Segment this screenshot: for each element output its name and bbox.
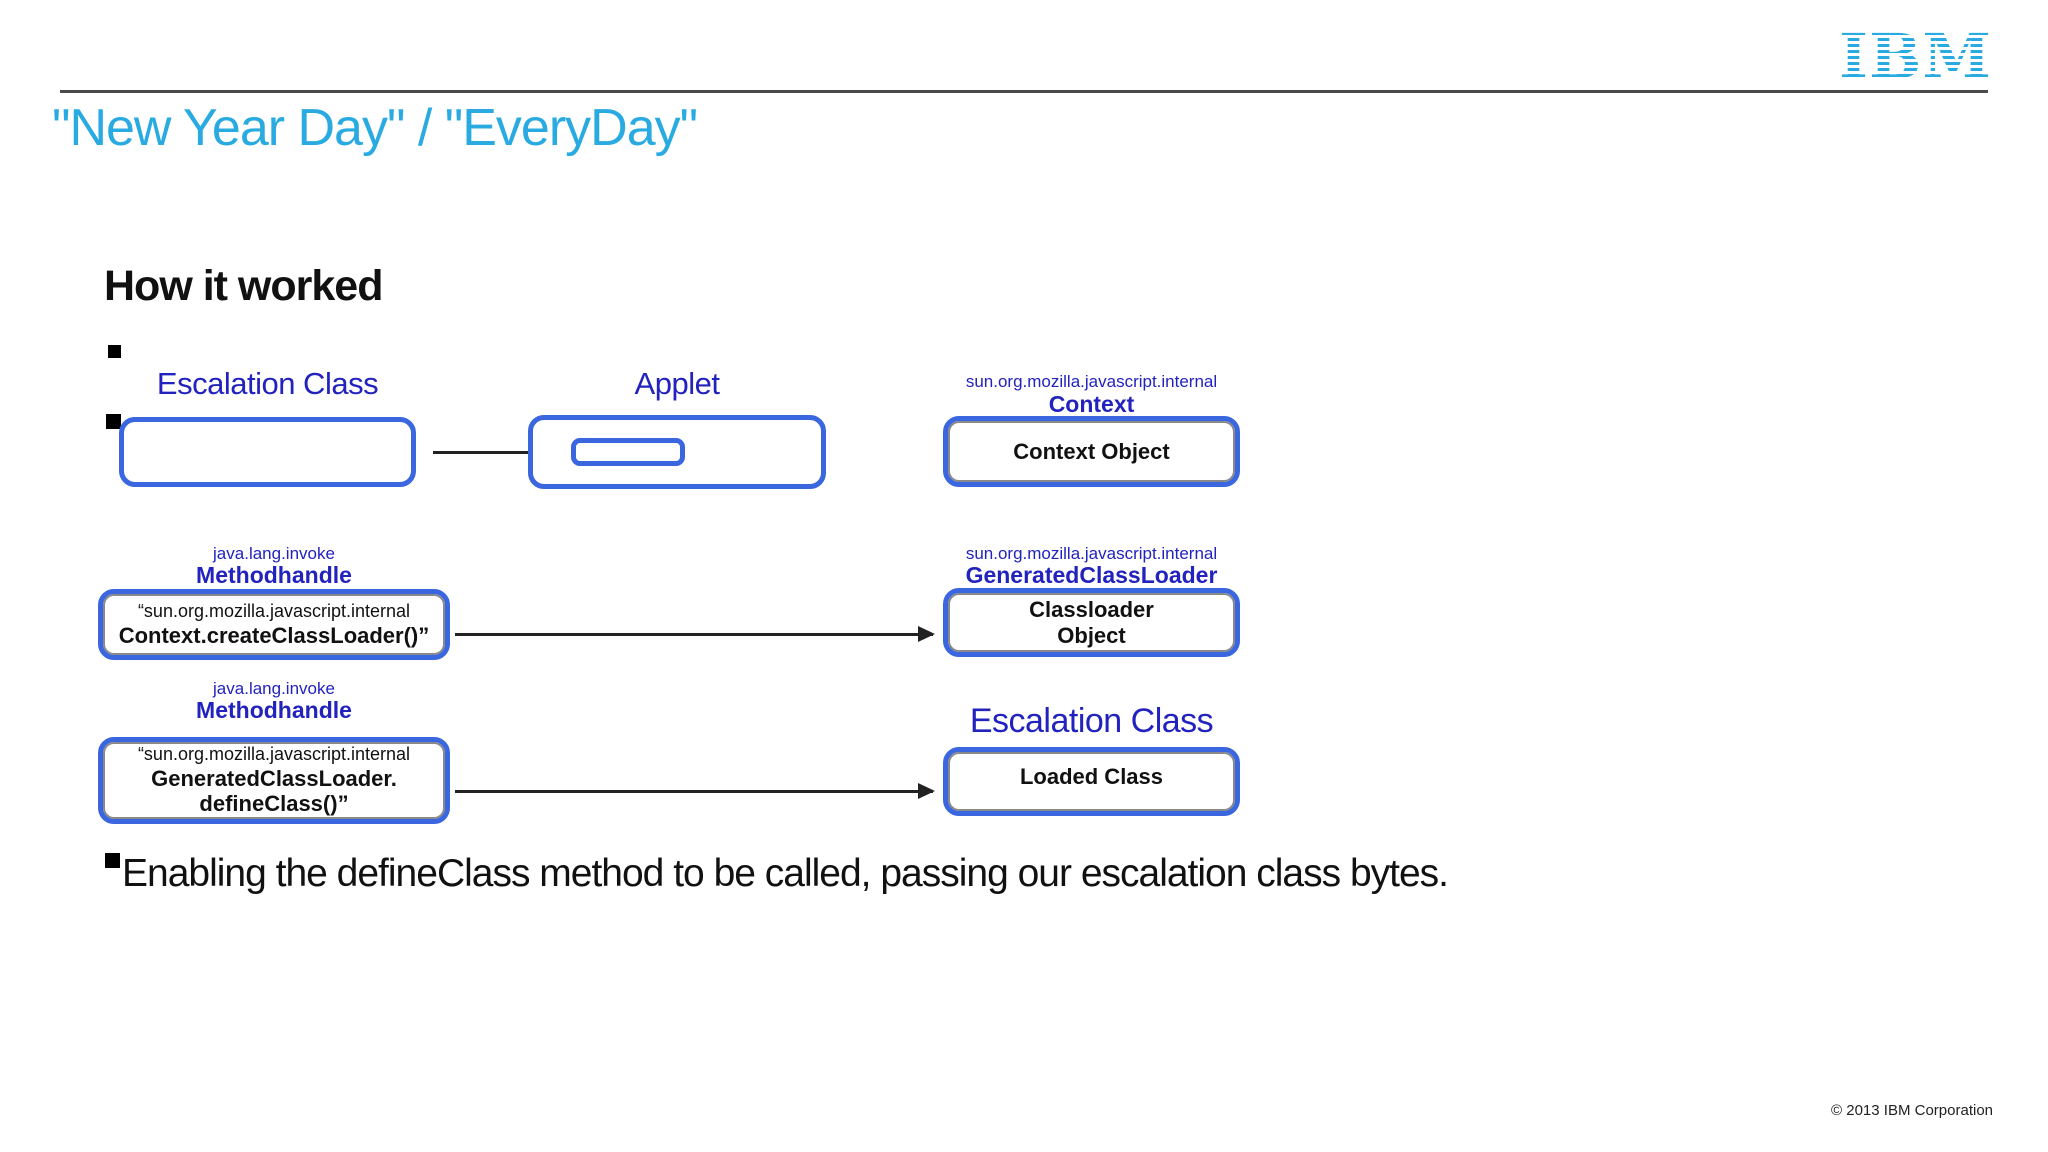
slide-title: "New Year Day" / "EveryDay" <box>52 99 698 157</box>
classloader-object-line1: Classloader <box>1029 597 1154 623</box>
arrow-defineclass-to-loadedclass <box>455 783 935 799</box>
generatedclassloader-class-label: GeneratedClassLoader <box>965 562 1218 588</box>
createclassloader-methodhandle-box: “sun.org.mozilla.javascript.internal Con… <box>98 589 450 660</box>
header-divider-line <box>60 90 1988 93</box>
applet-inner-slot <box>571 438 685 466</box>
context-package-label: sun.org.mozilla.javascript.internal <box>965 372 1218 391</box>
ibm-logo: IBM <box>1838 20 1992 93</box>
classloader-object-line2: Object <box>1057 622 1126 648</box>
applet-box <box>528 415 826 489</box>
section-heading: How it worked <box>104 262 383 310</box>
loaded-class-text: Loaded Class <box>1019 764 1164 789</box>
createclassloader-package-line: “sun.org.mozilla.javascript.internal <box>137 601 411 622</box>
context-class-label: Context <box>1048 391 1135 417</box>
defineclass-method-line: defineClass()” <box>199 791 349 817</box>
conclusion-bullet: Enabling the defineClass method to be ca… <box>105 852 1449 896</box>
conclusion-text: Enabling the defineClass method to be ca… <box>122 852 1449 895</box>
methodhandle-package-label: java.lang.invoke <box>213 544 335 563</box>
methodhandle-class-label: Methodhandle <box>196 562 352 588</box>
arrow-methodhandle-to-classloader <box>455 626 935 642</box>
loaded-class-box: Loaded Class <box>943 747 1240 816</box>
escalation-class-label: Escalation Class <box>156 366 379 401</box>
classloader-object-box: Classloader Object <box>943 588 1240 657</box>
copyright-notice: © 2013 IBM Corporation <box>1831 1102 1993 1119</box>
createclassloader-method-line: Context.createClassLoader()” <box>118 622 430 648</box>
bullet-square <box>108 345 121 358</box>
methodhandle2-class-label: Methodhandle <box>196 697 352 723</box>
defineclass-methodhandle-box: “sun.org.mozilla.javascript.internal Gen… <box>98 737 450 824</box>
context-object-text: Context Object <box>1013 438 1170 464</box>
defineclass-class-line: GeneratedClassLoader. <box>151 766 397 791</box>
defineclass-package-line: “sun.org.mozilla.javascript.internal <box>137 744 411 765</box>
generatedclassloader-package-label: sun.org.mozilla.javascript.internal <box>965 544 1218 563</box>
escalation-class-result-label: Escalation Class <box>969 702 1214 740</box>
bullet-square <box>105 853 120 868</box>
bullet-square <box>106 414 121 429</box>
escalation-class-box <box>119 417 416 487</box>
context-object-box: Context Object <box>943 416 1240 487</box>
methodhandle2-package-label: java.lang.invoke <box>213 679 335 698</box>
applet-label: Applet <box>634 366 720 401</box>
